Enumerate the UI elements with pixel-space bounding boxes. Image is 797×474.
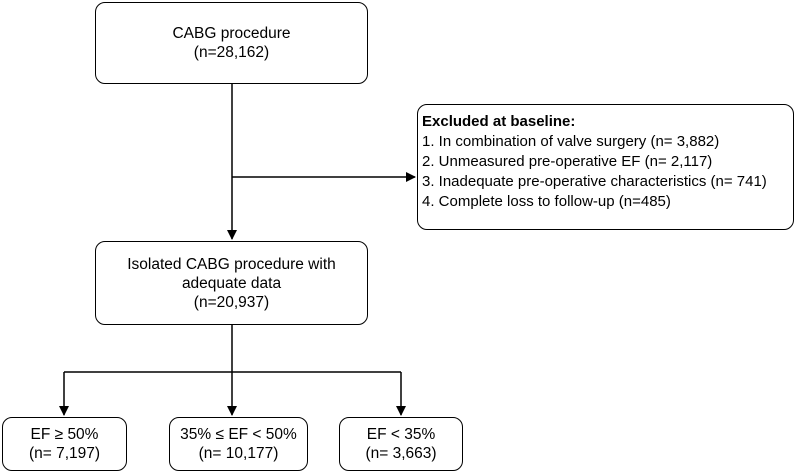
- excluded-at-baseline-box: Excluded at baseline: 1. In combination …: [417, 104, 794, 230]
- excluded-header: Excluded at baseline:: [422, 113, 576, 130]
- ef-low-label: EF < 35%: [366, 426, 436, 443]
- ef-high-label: EF ≥ 50%: [30, 426, 99, 443]
- isolated-cabg-count: (n=20,937): [193, 293, 270, 311]
- ef-high-box: EF ≥ 50% (n= 7,197): [2, 417, 127, 471]
- ef-mid-count: (n= 10,177): [198, 445, 279, 462]
- isolated-cabg-box: Isolated CABG procedure with adequate da…: [95, 241, 368, 325]
- ef-high-count: (n= 7,197): [28, 445, 101, 462]
- excluded-item-unmeasured-ef: 2. Unmeasured pre-operative EF (n= 2,117…: [422, 153, 713, 170]
- ef-low-count: (n= 3,663): [365, 445, 437, 462]
- isolated-cabg-label-line1: Isolated CABG procedure with: [127, 255, 336, 273]
- excluded-item-inadequate-characteristics: 3. Inadequate pre-operative characterist…: [422, 173, 767, 190]
- isolated-cabg-label-line2: adequate data: [181, 274, 282, 292]
- ef-mid-box: 35% ≤ EF < 50% (n= 10,177): [169, 417, 308, 471]
- cabg-procedure-label: CABG procedure: [172, 25, 291, 42]
- cabg-procedure-box: CABG procedure (n=28,162): [95, 2, 368, 84]
- ef-mid-label: 35% ≤ EF < 50%: [180, 426, 297, 443]
- excluded-item-loss-to-follow-up: 4. Complete loss to follow-up (n=485): [422, 193, 671, 210]
- excluded-item-valve-surgery: 1. In combination of valve surgery (n= 3…: [422, 133, 720, 150]
- ef-low-box: EF < 35% (n= 3,663): [339, 417, 463, 471]
- cabg-procedure-count: (n=28,162): [193, 44, 270, 61]
